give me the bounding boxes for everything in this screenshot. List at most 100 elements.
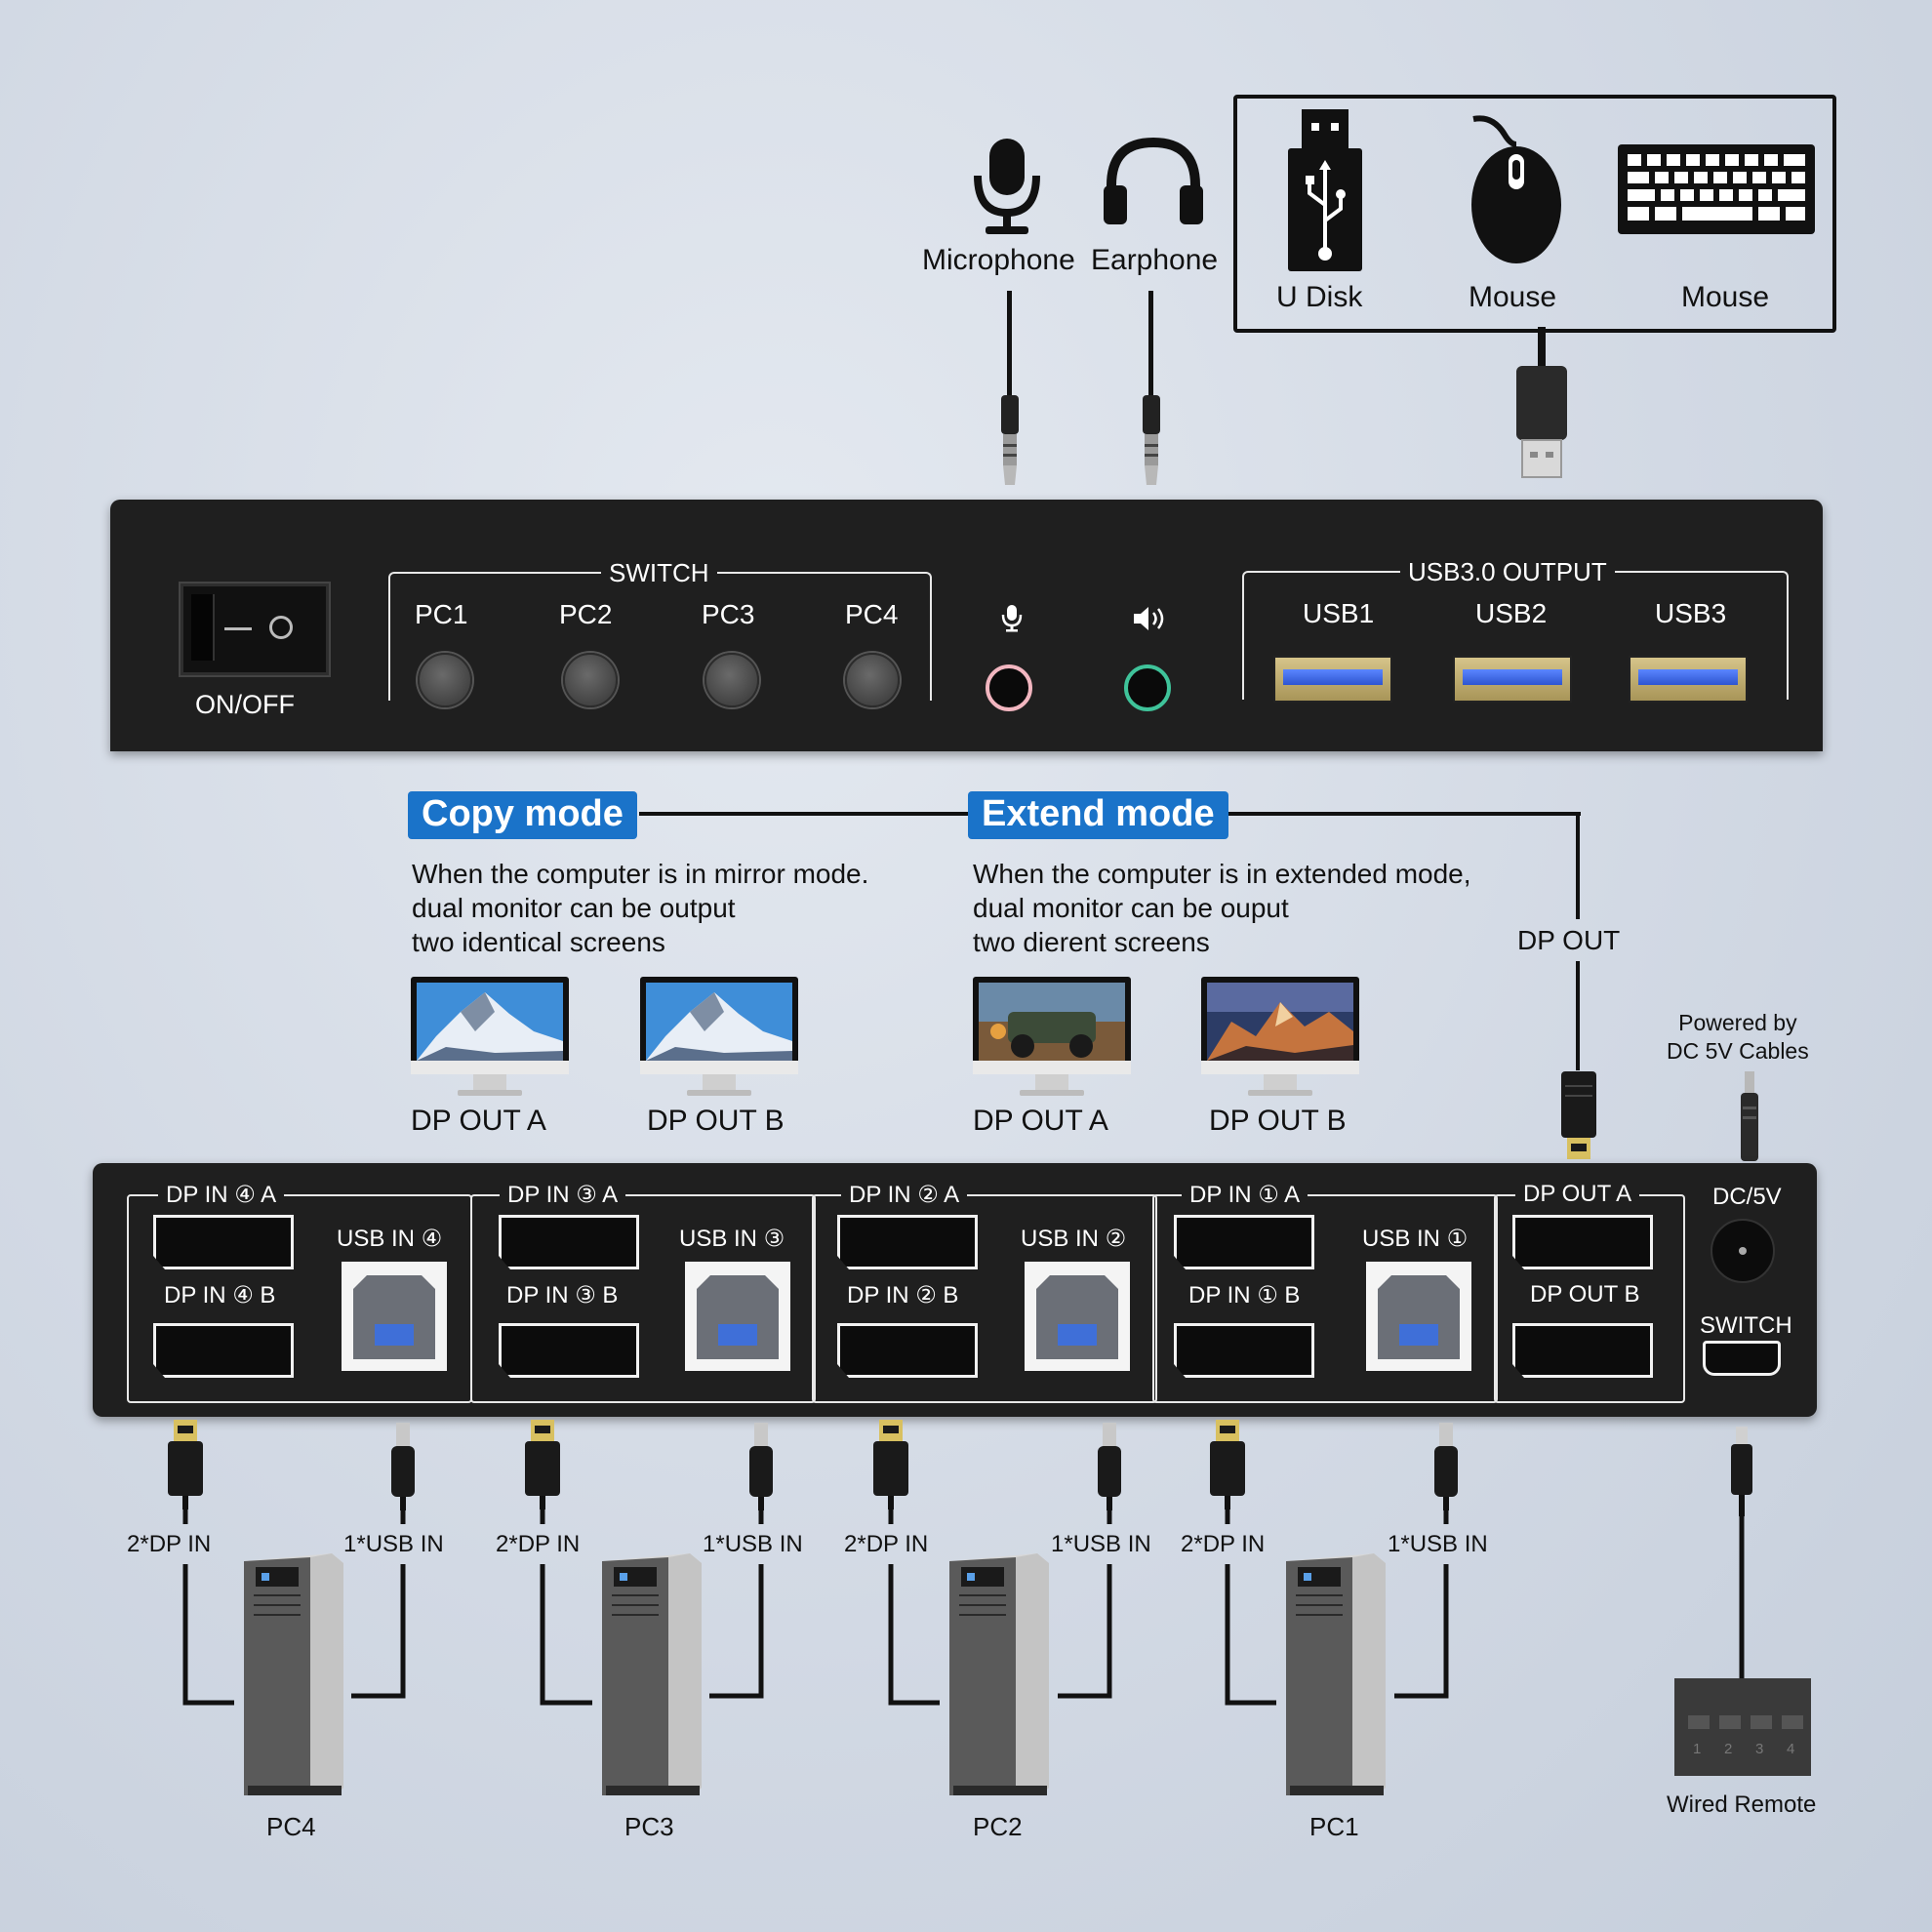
keyboard-icon [1618, 144, 1815, 234]
pc2-button[interactable] [563, 653, 618, 707]
microphone-icon [968, 137, 1046, 239]
pc2-label: PC2 [973, 1812, 1023, 1841]
dp-out-a-label: DP OUT A [1515, 1181, 1640, 1208]
power-note: Powered by DC 5V Cables [1667, 1010, 1809, 1064]
dp-out-label: DP OUT [1517, 925, 1621, 955]
dp-in-3b-port[interactable] [499, 1323, 639, 1378]
usb-in-3-port[interactable] [685, 1262, 790, 1371]
pc2-dp-plug [871, 1420, 910, 1509]
pc3-tower [592, 1553, 709, 1797]
remote-key-1[interactable] [1688, 1715, 1710, 1729]
wired-remote[interactable]: 1 2 3 4 [1674, 1678, 1811, 1776]
remote-key-3[interactable] [1751, 1715, 1772, 1729]
copy-mode-tag: Copy mode [408, 791, 637, 839]
mouse-icon [1464, 115, 1566, 266]
pc3-dp-label: 2*DP IN [496, 1531, 581, 1557]
dp-out-b-label: DP OUT B [1530, 1281, 1640, 1308]
usb-in-1-label: USB IN ① [1362, 1226, 1469, 1252]
dp-in-1a-port[interactable] [1174, 1215, 1314, 1269]
remote-key-2-label: 2 [1724, 1741, 1733, 1757]
pc3-usb-label: 1*USB IN [703, 1531, 803, 1557]
dc-power-plug [1735, 1071, 1764, 1161]
usb-output-group: USB3.0 OUTPUT [1242, 557, 1789, 700]
usb3-port[interactable] [1629, 656, 1748, 703]
pc4-button-label: PC4 [845, 599, 899, 629]
remote-key-1-label: 1 [1693, 1741, 1702, 1757]
copy-monitor-a [411, 977, 569, 1104]
dp-in-4b-port[interactable] [153, 1323, 294, 1378]
usb2-port[interactable] [1453, 656, 1572, 703]
usb-a-plug [1514, 327, 1569, 478]
pc1-label: PC1 [1309, 1812, 1359, 1841]
dp-in-3a-port[interactable] [499, 1215, 639, 1269]
copy-mode-description: When the computer is in mirror mode. dua… [412, 859, 869, 957]
copy-output-a-label: DP OUT A [411, 1105, 546, 1137]
kvm-front-panel [110, 500, 1823, 751]
usb-in-3-label: USB IN ③ [679, 1226, 785, 1252]
pc2-usb-plug [1095, 1423, 1124, 1510]
dp-in-1-group: DP IN ① A [1152, 1181, 1498, 1403]
remote-key-4[interactable] [1782, 1715, 1803, 1729]
pc1-usb-plug [1431, 1423, 1461, 1510]
usb3-label: USB3 [1655, 598, 1727, 628]
usb2-label: USB2 [1475, 598, 1548, 628]
dp-in-4a-label: DP IN ④ A [158, 1181, 285, 1209]
earphone-jack-plug [1137, 395, 1166, 488]
copy-output-b-label: DP OUT B [647, 1105, 785, 1137]
extend-mode-tag: Extend mode [968, 791, 1228, 839]
earphone-cable [1148, 291, 1153, 398]
dp-out-vertical-line-2 [1576, 961, 1580, 1070]
speaker-port-icon [1132, 605, 1171, 632]
pc2-dp-label: 2*DP IN [844, 1531, 929, 1557]
pc4-tower [234, 1553, 351, 1797]
pc3-dp-plug [523, 1420, 562, 1509]
copy-monitor-b [640, 977, 798, 1104]
dp-out-a-port[interactable] [1512, 1215, 1653, 1269]
pc2-usb-label: 1*USB IN [1051, 1531, 1151, 1557]
dp-in-2a-port[interactable] [837, 1215, 978, 1269]
keyboard-label: Mouse [1681, 281, 1770, 313]
mic-jack[interactable] [986, 664, 1032, 711]
pc3-button-label: PC3 [702, 599, 755, 629]
usb-in-2-port[interactable] [1025, 1262, 1130, 1371]
pc1-button[interactable] [418, 653, 472, 707]
pc4-button[interactable] [845, 653, 900, 707]
dp-in-3a-label: DP IN ③ A [500, 1181, 626, 1209]
dp-in-3b-label: DP IN ③ B [506, 1282, 619, 1308]
extend-monitor-b [1201, 977, 1359, 1104]
dp-in-2b-port[interactable] [837, 1323, 978, 1378]
usb-peripheral-box [1233, 95, 1836, 333]
remote-key-4-label: 4 [1787, 1741, 1795, 1757]
dp-in-1b-port[interactable] [1174, 1323, 1314, 1378]
usb-in-4-label: USB IN ④ [337, 1226, 443, 1252]
dp-in-1b-label: DP IN ① B [1188, 1282, 1301, 1308]
pc3-button[interactable] [704, 653, 759, 707]
dp-out-b-port[interactable] [1512, 1323, 1653, 1378]
usb-in-2-label: USB IN ② [1021, 1226, 1127, 1252]
pc4-label: PC4 [266, 1812, 316, 1841]
switch-port[interactable] [1703, 1341, 1781, 1376]
pc4-usb-plug [388, 1423, 418, 1510]
usb-in-4-port[interactable] [342, 1262, 447, 1371]
audio-out-jack[interactable] [1124, 664, 1171, 711]
extend-monitor-a [973, 977, 1131, 1104]
dc-power-jack[interactable] [1711, 1219, 1775, 1283]
mic-port-icon [1000, 603, 1024, 632]
dc-label: DC/5V [1712, 1184, 1782, 1210]
dp-out-plug [1559, 1071, 1598, 1161]
usb-output-title: USB3.0 OUTPUT [1400, 557, 1615, 587]
dp-in-4a-port[interactable] [153, 1215, 294, 1269]
earphone-label: Earphone [1091, 244, 1219, 276]
dp-in-1a-label: DP IN ① A [1182, 1181, 1308, 1209]
power-rocker-switch[interactable] [181, 584, 329, 675]
remote-key-2[interactable] [1719, 1715, 1741, 1729]
dp-out-vertical-line [1576, 812, 1580, 919]
usb-in-1-port[interactable] [1366, 1262, 1471, 1371]
pc2-tower [940, 1553, 1057, 1797]
usb1-port[interactable] [1273, 656, 1392, 703]
remote-plug [1727, 1427, 1756, 1516]
switch-group-title: SWITCH [601, 558, 717, 588]
remote-key-3-label: 3 [1755, 1741, 1764, 1757]
dp-in-4-group: DP IN ④ A [127, 1181, 472, 1403]
